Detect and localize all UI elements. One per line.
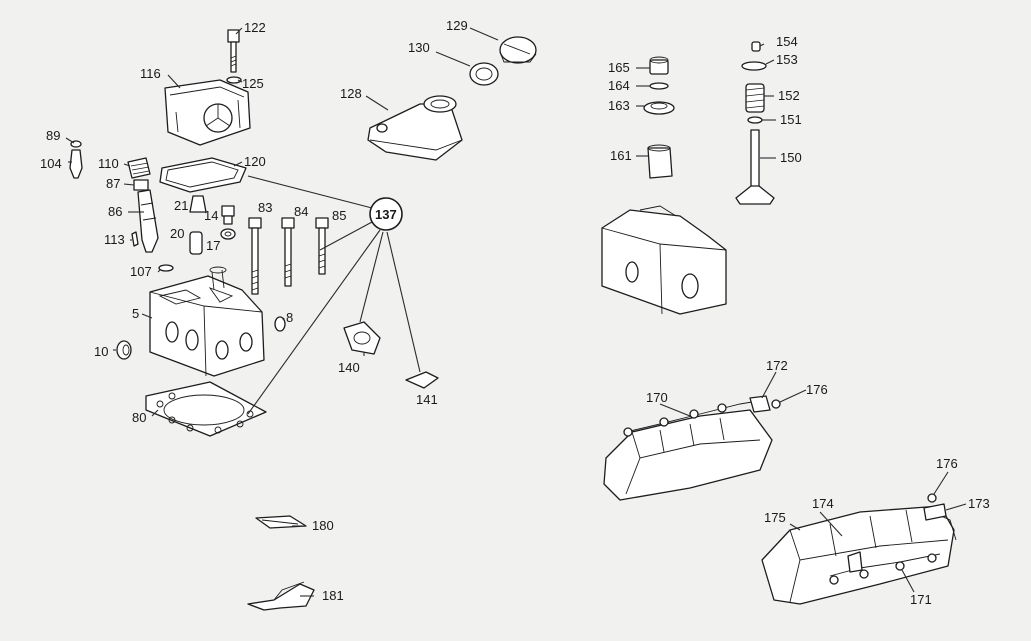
label-140: 140 (338, 360, 360, 375)
head-bolt-85 (315, 217, 329, 275)
cylinder-head-section (601, 205, 727, 315)
label-176-upper: 176 (806, 382, 828, 397)
cap-165 (649, 56, 669, 75)
leader-lines (65, 27, 967, 597)
plug-10 (116, 340, 132, 360)
label-125: 125 (242, 76, 264, 91)
head-gasket-80 (145, 381, 267, 437)
label-171: 171 (910, 592, 932, 607)
cable-tie-181 (247, 581, 315, 611)
nut-176-upper (771, 399, 781, 409)
label-86: 86 (108, 204, 122, 219)
oil-filler-neck-128 (367, 95, 463, 161)
label-128: 128 (340, 86, 362, 101)
valve-spring-152 (745, 83, 765, 113)
label-5: 5 (132, 306, 139, 321)
clip-113 (131, 231, 139, 247)
cover-gasket-120 (159, 157, 247, 193)
head-bolt-83 (248, 217, 262, 295)
label-151: 151 (780, 112, 802, 127)
bolt-122 (227, 29, 240, 73)
label-107: 107 (130, 264, 152, 279)
part-labels: 122 125 116 89 104 110 87 86 120 21 14 8… (40, 18, 990, 607)
sleeve-21 (189, 195, 207, 213)
label-116: 116 (140, 66, 161, 81)
seal-163 (643, 101, 675, 115)
label-154: 154 (776, 34, 798, 49)
label-176-lower: 176 (936, 456, 958, 471)
bracket-180 (255, 515, 307, 529)
bracket-174 (847, 551, 863, 573)
bracket-173 (923, 503, 947, 521)
valve-150 (735, 129, 775, 205)
head-bolt-84 (281, 217, 295, 287)
label-80: 80 (132, 410, 146, 425)
label-165: 165 (608, 60, 630, 75)
label-104: 104 (40, 156, 62, 171)
label-14: 14 (204, 208, 218, 223)
label-174: 174 (812, 496, 834, 511)
label-129: 129 (446, 18, 468, 33)
washer-17 (220, 228, 236, 240)
ring-164 (649, 82, 669, 90)
label-110: 110 (98, 156, 119, 171)
label-84: 84 (294, 204, 308, 219)
label-163: 163 (608, 98, 630, 113)
label-122: 122 (244, 20, 266, 35)
tube-20 (189, 231, 203, 255)
label-89: 89 (46, 128, 60, 143)
gasket-140 (343, 321, 381, 355)
intake-manifold-170 (603, 401, 773, 501)
label-164: 164 (608, 78, 630, 93)
cylinder-head-5 (149, 266, 265, 377)
label-10: 10 (94, 344, 108, 359)
label-175: 175 (764, 510, 786, 525)
spring-retainer-153 (741, 61, 767, 71)
label-173: 173 (968, 496, 990, 511)
nut-176-lower (927, 493, 937, 503)
label-180: 180 (312, 518, 334, 533)
label-172: 172 (766, 358, 788, 373)
label-161: 161 (610, 148, 632, 163)
label-153: 153 (776, 52, 798, 67)
label-137: 137 (375, 207, 397, 222)
label-113: 113 (104, 232, 125, 247)
injector-86 (137, 189, 159, 253)
injector-spring-110 (127, 157, 151, 179)
plug-8 (274, 316, 286, 332)
spring-seat-151 (747, 116, 763, 124)
bracket-172 (749, 395, 771, 413)
label-130: 130 (408, 40, 430, 55)
label-150: 150 (780, 150, 802, 165)
label-120: 120 (244, 154, 266, 169)
label-20: 20 (170, 226, 184, 241)
gasket-141 (405, 371, 439, 389)
label-152: 152 (778, 88, 800, 103)
label-181: 181 (322, 588, 344, 603)
ring-107 (158, 264, 174, 272)
nozzle-104 (69, 149, 83, 179)
label-83: 83 (258, 200, 272, 215)
label-8: 8 (286, 310, 293, 325)
label-21: 21 (174, 198, 188, 213)
plug-14 (221, 205, 235, 225)
label-170: 170 (646, 390, 668, 405)
label-87: 87 (106, 176, 120, 191)
label-141: 141 (416, 392, 438, 407)
valve-guide-161 (647, 144, 673, 179)
label-85: 85 (332, 208, 346, 223)
filler-cap-129 (499, 36, 537, 64)
cylinder-head-cover-116 (164, 79, 251, 146)
seal-ring-130 (469, 62, 499, 86)
callout-137 (247, 197, 421, 415)
label-17: 17 (206, 238, 220, 253)
valve-keeper-154 (751, 41, 761, 52)
injector-nut-87 (133, 179, 149, 191)
washer-125 (226, 76, 242, 84)
